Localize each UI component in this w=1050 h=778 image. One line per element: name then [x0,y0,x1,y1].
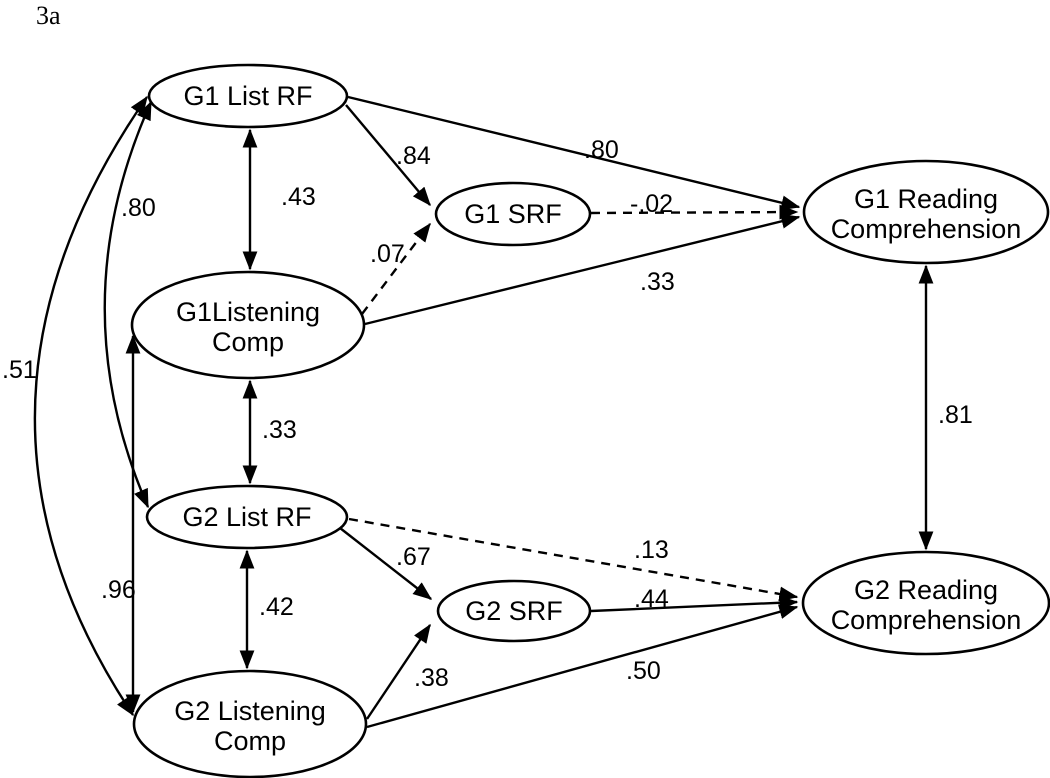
node-g2-listening-comp-label-line1: G2 Listening [174,696,326,726]
node-g2-listening-comp [132,669,368,778]
coef-g2listrf-g2srf: .67 [396,543,431,571]
figure-label: 3a [36,1,61,30]
node-g1-srf-label: G1 SRF [464,199,562,229]
node-g1-reading-comprehension [802,159,1050,265]
node-g2-srf-label: G2 SRF [465,596,563,626]
edge-g2listening-to-g2reading [366,604,799,729]
coef-g1listening-g2listrf: .33 [262,416,297,444]
coef-g2listening-g2srf: .38 [414,664,449,692]
coef-g1listrf-g2listening: .51 [2,356,37,384]
node-g2-listening-comp-label-line2: Comp [214,726,286,756]
node-g1-listening-comp-label-line2: Comp [212,327,284,357]
edge-cov-g1listrf-g2listening [33,95,148,717]
coef-g2listrf-g2reading: .13 [634,536,669,564]
coef-g2srf-g2reading: .44 [634,585,669,613]
edge-g1listening-to-g1srf-dashed [361,222,431,315]
node-g1-reading-label-line1: G1 Reading [854,184,998,214]
coef-g2listrf-g2listening: .42 [259,593,294,621]
edge-g1listening-to-g1reading [364,213,801,326]
node-g2-reading-label-line2: Comprehension [831,605,1022,635]
edge-g2listrf-to-g2srf [339,527,433,600]
edge-g1listrf-to-g1srf [345,104,431,207]
edge-g2listening-to-g2srf [366,623,431,720]
coef-g1listening-g1reading: .33 [640,268,675,296]
coef-g1listrf-g1srf: .84 [396,142,431,170]
node-g1-list-rf [147,63,349,129]
node-g2-list-rf-label: G2 List RF [182,502,311,532]
node-g2-reading-label-line1: G2 Reading [854,575,998,605]
node-g1-reading-label-line2: Comprehension [831,214,1022,244]
node-g2-reading-comprehension [801,550,1050,656]
node-g1-list-rf-label: G1 List RF [183,81,312,111]
coef-g1srf-g1reading: -.02 [630,190,673,218]
edge-g2listrf-to-g2reading-dashed [348,517,799,602]
node-g1-srf [434,181,592,247]
edge-g1listrf-to-g1reading [347,95,801,211]
coef-g1listening-g1srf: .07 [370,240,405,268]
edge-g2srf-to-g2reading [590,595,799,613]
node-g1-listening-comp-label-line1: G1Listening [176,297,320,327]
node-g2-srf [436,579,592,643]
coef-g1listrf-g1reading: .80 [584,136,619,164]
coef-g1listrf-g1listening: .43 [281,183,316,211]
coef-g1reading-g2reading: .81 [938,401,973,429]
coef-g1listrf-g2listrf: .80 [121,194,156,222]
edge-g1srf-to-g1reading-dashed [590,204,799,220]
coef-g2listening-g2reading: .50 [626,657,661,685]
coef-g1listening-g2listening: .96 [101,576,136,604]
